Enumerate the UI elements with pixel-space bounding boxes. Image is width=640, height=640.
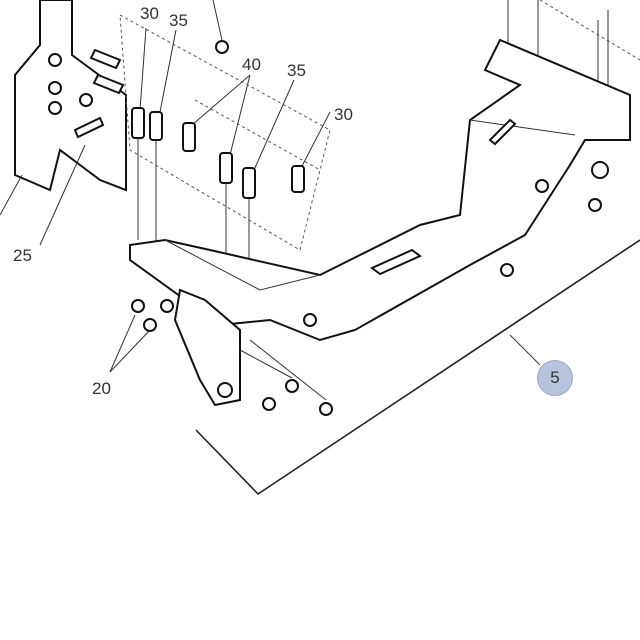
callout-number: 5	[550, 368, 560, 387]
nuts	[131, 40, 602, 416]
assembly-callout-badge[interactable]: 5	[537, 360, 573, 396]
label-bolt-40: 40	[242, 55, 261, 74]
label-bracket-25: 25	[13, 246, 32, 265]
bolts	[131, 0, 609, 305]
label-nut-20: 20	[92, 379, 111, 398]
phantom-lines	[119, 0, 640, 251]
label-bolt-30-right: 30	[334, 105, 353, 124]
label-bolt-35-right: 35	[287, 61, 306, 80]
assembly-boundary	[195, 239, 640, 496]
side-bracket	[14, 0, 127, 192]
label-bolt-30: 30	[140, 4, 159, 23]
main-frame	[129, 38, 631, 407]
label-bolt-35: 35	[169, 11, 188, 30]
